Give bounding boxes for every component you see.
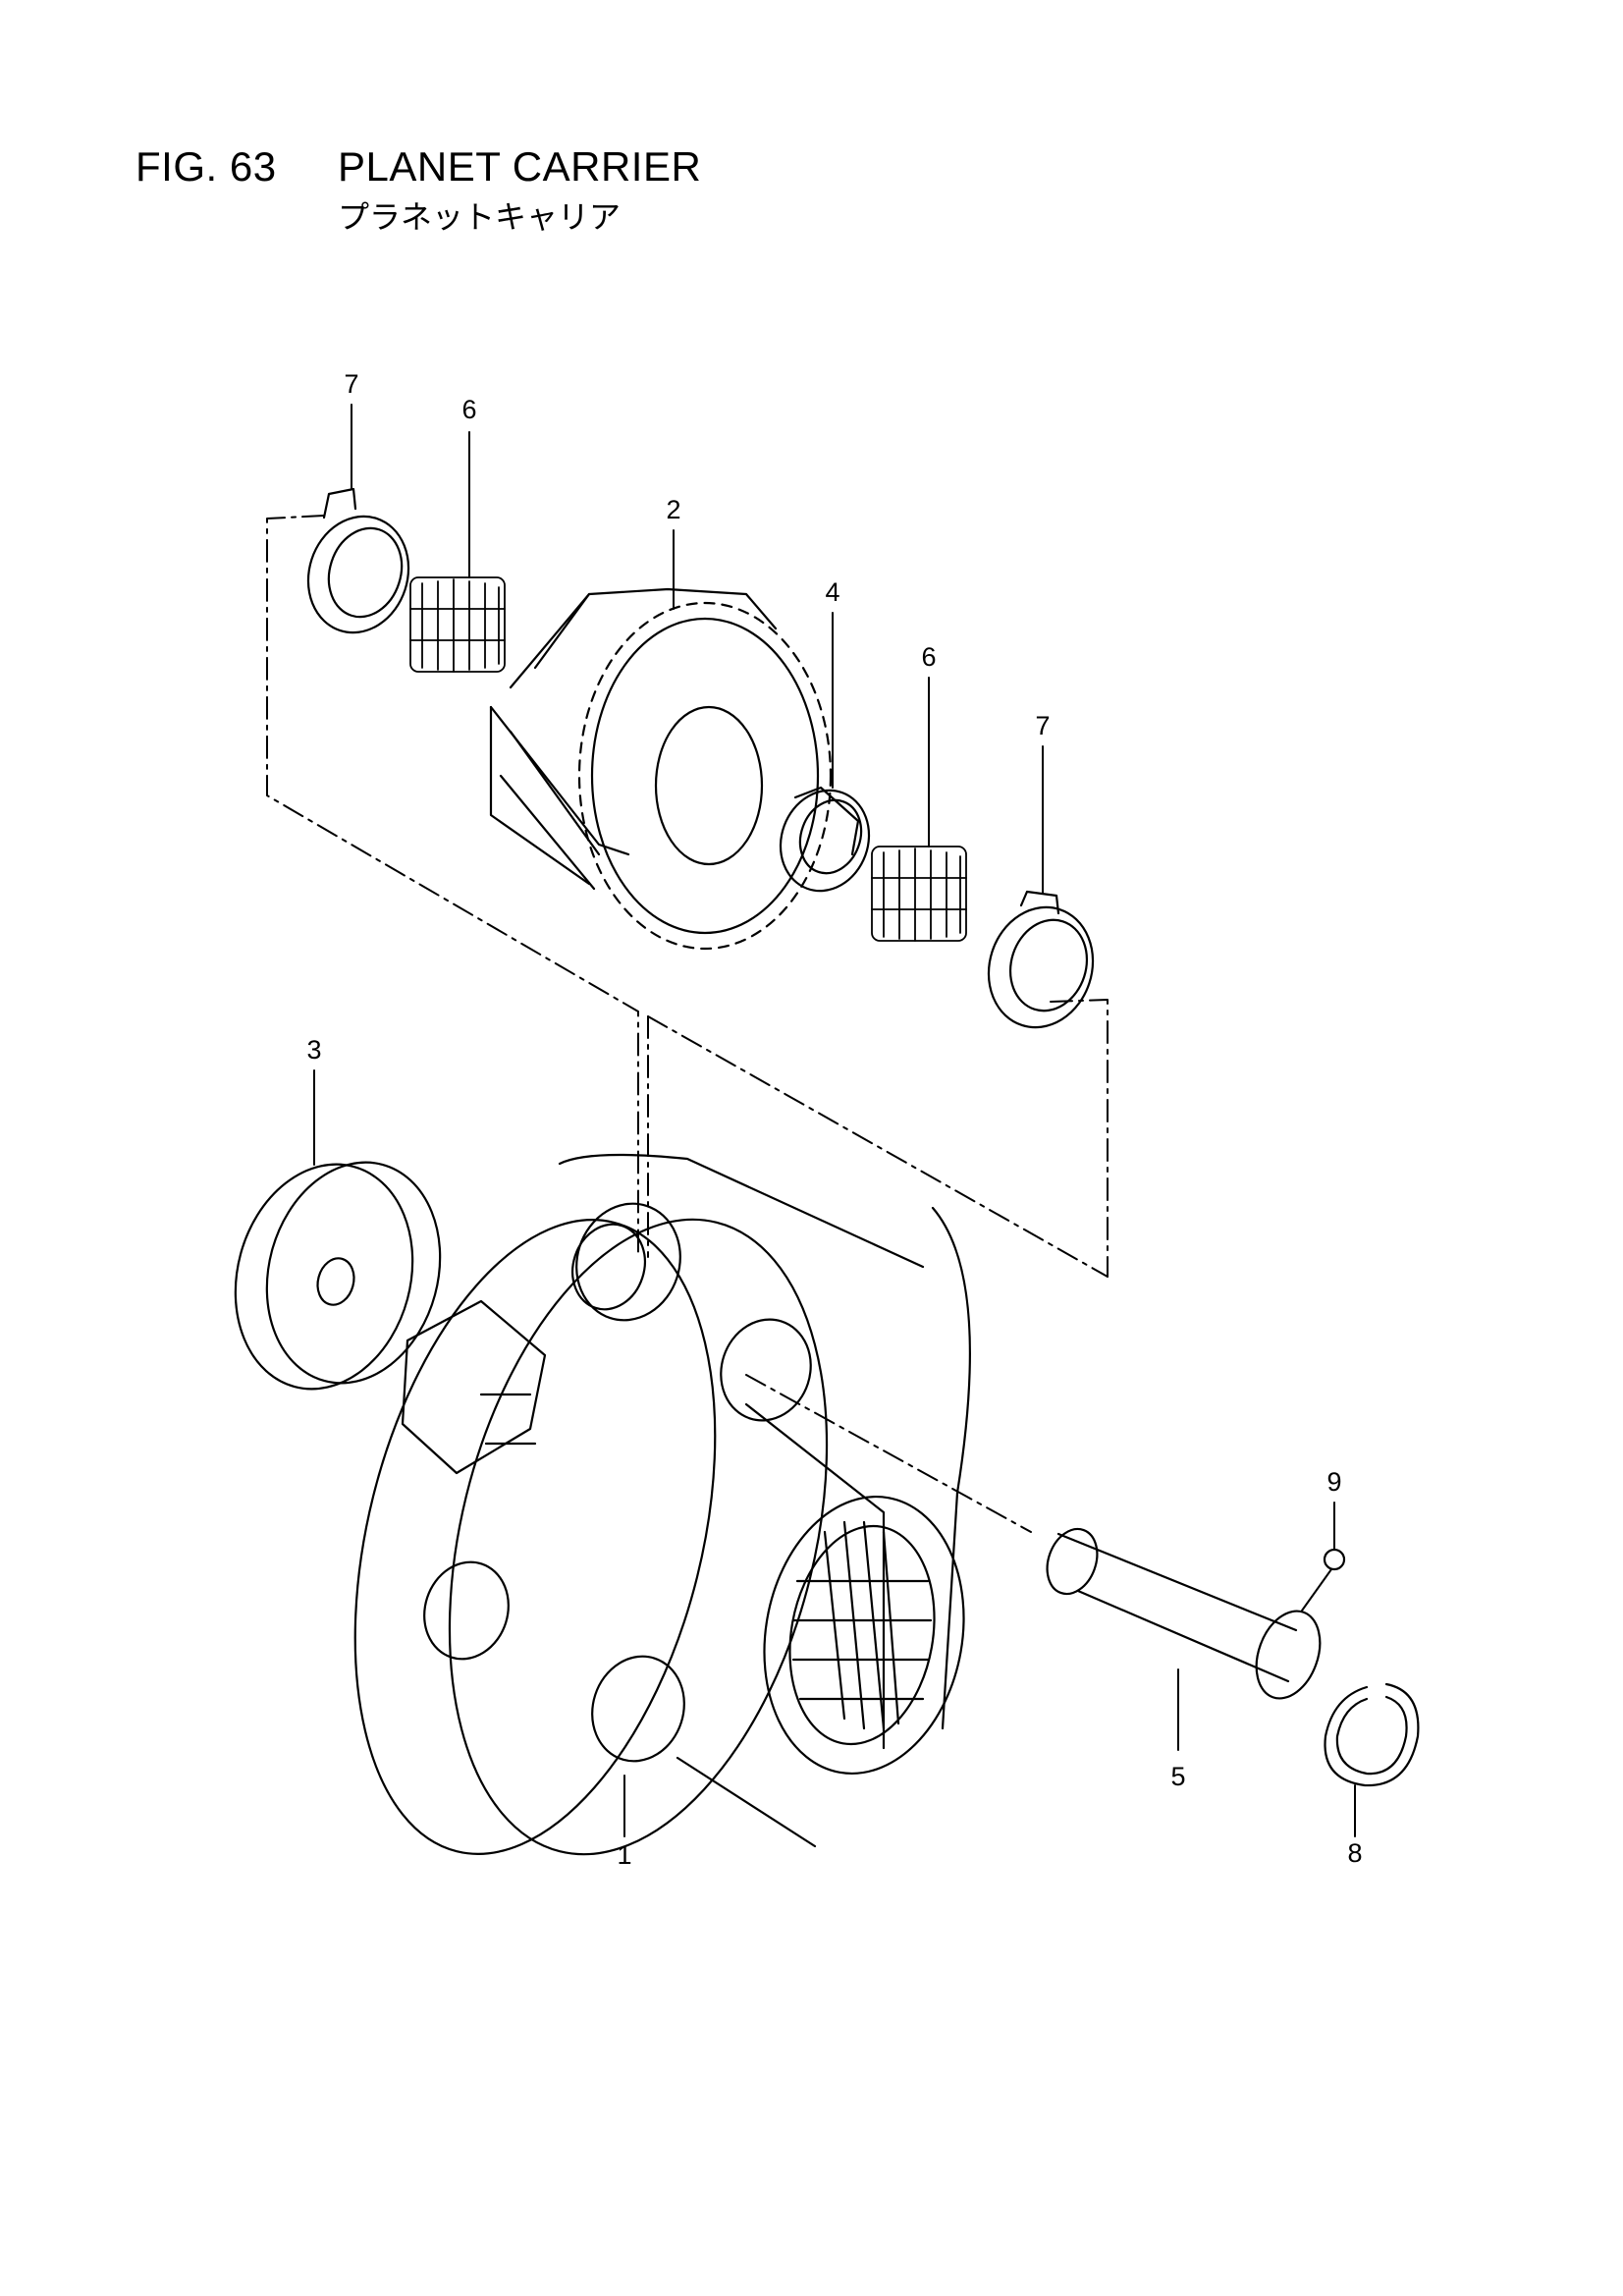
- leader-lines: [313, 404, 1356, 1837]
- spacer-ring: [779, 786, 871, 893]
- thrust-washer-left: [306, 487, 410, 634]
- assembly-guide-lines: [266, 515, 1109, 1533]
- callout-6-right: 6: [921, 642, 936, 672]
- needle-bearing-right: [871, 846, 967, 942]
- ball: [1323, 1548, 1346, 1571]
- planet-gear: [489, 587, 833, 951]
- callout-2: 2: [666, 495, 680, 524]
- callout-1: 1: [617, 1840, 631, 1870]
- figure-number: FIG. 63: [135, 143, 277, 190]
- thrust-washer-right: [987, 890, 1095, 1029]
- callout-7-right: 7: [1035, 711, 1050, 740]
- snap-ring: [1324, 1682, 1420, 1787]
- callout-9: 9: [1326, 1467, 1341, 1497]
- callout-6-left: 6: [461, 395, 476, 424]
- figure-title: PLANET CARRIER: [338, 143, 702, 190]
- planet-carrier: [353, 1153, 971, 1856]
- callout-3: 3: [306, 1035, 321, 1065]
- thrust-plate: [234, 1161, 442, 1391]
- planet-pin: [1046, 1527, 1322, 1700]
- callout-labels: 7 6 2 4 6 7 3 9 5 1 8: [306, 369, 1362, 1870]
- needle-bearing-left: [409, 576, 506, 673]
- callout-4: 4: [825, 577, 839, 607]
- figure-title-japanese: プラネットキャリア: [338, 198, 622, 236]
- callout-7-left: 7: [344, 369, 358, 399]
- callout-8: 8: [1347, 1838, 1362, 1868]
- callout-5: 5: [1170, 1762, 1185, 1791]
